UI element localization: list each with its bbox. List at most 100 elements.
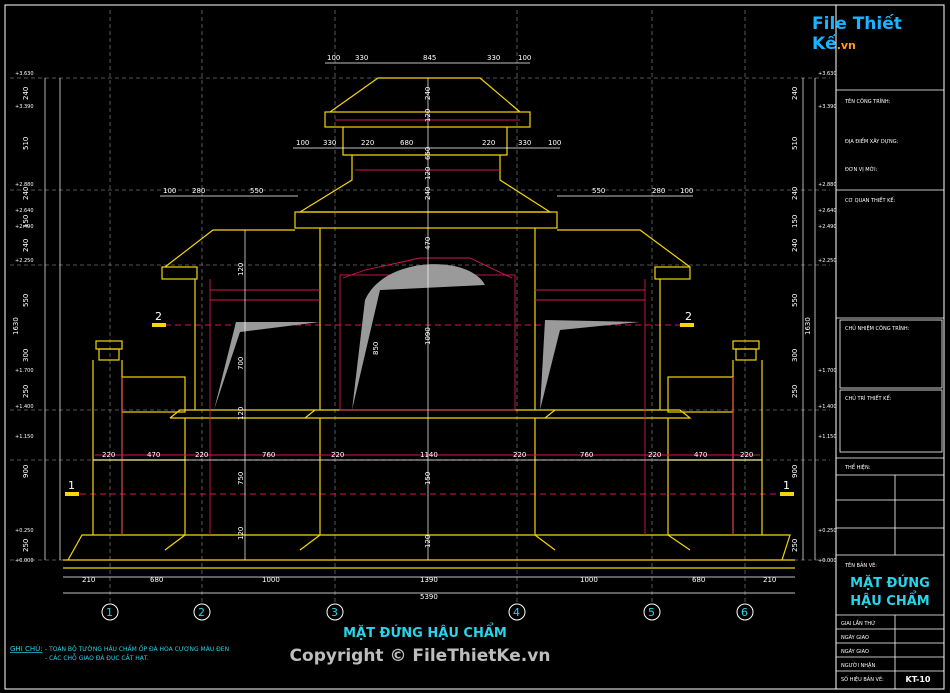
level-mark: +2.490 bbox=[818, 224, 837, 230]
dim-text: 240 bbox=[791, 239, 799, 252]
level-mark: +1.400 bbox=[818, 404, 837, 410]
shaded-surfaces bbox=[214, 264, 640, 410]
dim-text: 510 bbox=[22, 137, 30, 150]
grid-label: 5 bbox=[648, 606, 655, 619]
logo-domain: .vn bbox=[836, 39, 856, 52]
dim-text: 150 bbox=[791, 215, 799, 228]
dim-text: 510 bbox=[791, 137, 799, 150]
dim-text: 750 bbox=[237, 472, 245, 485]
top-dims-middle: 100 330 220 680 220 330 100 bbox=[296, 139, 561, 147]
dim-text: 240 bbox=[22, 239, 30, 252]
level-mark: +0.000 bbox=[818, 558, 837, 564]
dim-text: 680 bbox=[692, 576, 705, 584]
grid-bubble bbox=[101, 603, 119, 621]
logo-text: File Thiết Kế bbox=[812, 14, 902, 54]
dim-text: 1090 bbox=[424, 327, 432, 345]
dim-text: 900 bbox=[791, 465, 799, 478]
dim-text: 760 bbox=[580, 451, 593, 459]
building-outline bbox=[63, 77, 795, 569]
row-label: NGÀY GIAO bbox=[841, 648, 869, 655]
dim-text: 120 bbox=[424, 109, 432, 122]
field-label: TÊN CÔNG TRÌNH: bbox=[844, 97, 891, 105]
field-label: CHỦ TRÌ THIẾT KẾ: bbox=[845, 394, 892, 402]
left-vertical-dims: 240 510 240 150 240 1630 550 300 250 900… bbox=[12, 87, 30, 552]
drawing-name-line2: HẬU CHẨM bbox=[850, 591, 929, 609]
section-label-left-bottom: 1 bbox=[68, 479, 75, 492]
center-vertical-dims: 240 120 650 120 240 470 1090 120 700 120… bbox=[237, 87, 432, 548]
dim-text: 470 bbox=[424, 237, 432, 250]
dim-text: 250 bbox=[791, 539, 799, 552]
bottom-dims: 210 680 1000 1390 1000 680 210 5390 bbox=[82, 576, 776, 601]
dim-text: 550 bbox=[791, 294, 799, 307]
title-block-fields: TÊN CÔNG TRÌNH: ĐỊA ĐIỂM XÂY DỰNG: ĐƠN V… bbox=[841, 97, 910, 683]
section-mark-right-top bbox=[680, 323, 694, 327]
section-mark-right-bottom bbox=[780, 492, 794, 496]
dim-total: 5390 bbox=[420, 593, 438, 601]
drawing-title: MẶT ĐỨNG HẬU CHẨM bbox=[343, 623, 507, 641]
level-mark: +3.390 bbox=[818, 104, 837, 110]
level-mark: +3.630 bbox=[818, 71, 837, 77]
level-mark: +0.250 bbox=[818, 528, 837, 534]
grid-bubble bbox=[193, 603, 211, 621]
dim-text: 250 bbox=[22, 539, 30, 552]
inner-lines bbox=[95, 119, 760, 535]
level-mark: +1.150 bbox=[818, 434, 837, 440]
dim-text: 240 bbox=[424, 87, 432, 100]
grid-label: 2 bbox=[198, 606, 205, 619]
level-mark: +2.490 bbox=[15, 224, 34, 230]
grid-bubble bbox=[326, 603, 344, 621]
title-block-frame bbox=[835, 4, 945, 690]
drawing-name-line1: MẶT ĐỨNG bbox=[850, 575, 930, 591]
grid-bubble bbox=[736, 603, 754, 621]
right-vertical-dims: 240 510 240 150 240 1630 550 300 250 900… bbox=[791, 87, 812, 552]
dim-text: 330 bbox=[323, 139, 336, 147]
dim-text: 100 bbox=[327, 54, 340, 62]
dim-text: 680 bbox=[400, 139, 413, 147]
level-mark: +2.640 bbox=[818, 208, 837, 214]
dim-text: 1140 bbox=[420, 451, 438, 459]
dim-text: 220 bbox=[648, 451, 661, 459]
grid-lines bbox=[10, 10, 830, 605]
row-dims: 220 470 220 760 220 1140 220 760 220 470… bbox=[102, 451, 753, 459]
dim-text: 220 bbox=[482, 139, 495, 147]
note-line-1: - TOÀN BỘ TƯỜNG HẬU CHẨM ỐP ĐÁ HOA CƯƠNG… bbox=[45, 645, 229, 653]
dim-text: 100 bbox=[548, 139, 561, 147]
dim-text: 1000 bbox=[262, 576, 280, 584]
row-label: NGƯỜI NHẬN bbox=[841, 662, 875, 669]
grid-label: 3 bbox=[331, 606, 338, 619]
dim-text: 470 bbox=[694, 451, 707, 459]
section-label-left-top: 2 bbox=[155, 310, 162, 323]
level-mark: +1.400 bbox=[15, 404, 34, 410]
dim-text: 250 bbox=[22, 385, 30, 398]
row-label: SỐ HIỆU BẢN VẼ: bbox=[841, 675, 884, 683]
dim-text: 240 bbox=[424, 187, 432, 200]
dim-text: 100 bbox=[680, 187, 693, 195]
dim-text: 1000 bbox=[580, 576, 598, 584]
section-mark-left-top bbox=[152, 323, 166, 327]
dim-text: 900 bbox=[22, 465, 30, 478]
grid-bubbles: 1 2 3 4 5 6 bbox=[101, 603, 754, 621]
field-label: ĐƠN VỊ MỜI: bbox=[845, 166, 878, 173]
note-line-2: - CÁC CHỖ GIAO ĐÁ ĐỤC CẮT HẠT. bbox=[45, 654, 149, 662]
level-mark: +1.150 bbox=[15, 434, 34, 440]
dim-text: 1390 bbox=[420, 576, 438, 584]
dim-text: 550 bbox=[22, 294, 30, 307]
dim-text: 120 bbox=[424, 535, 432, 548]
field-label: CƠ QUAN THIẾT KẾ: bbox=[845, 196, 896, 204]
dim-text: 220 bbox=[331, 451, 344, 459]
top-dims-upper: 100 330 845 330 100 bbox=[327, 54, 531, 62]
dim-text: 120 bbox=[237, 407, 245, 420]
section-label-right-top: 2 bbox=[685, 310, 692, 323]
dim-text: 680 bbox=[150, 576, 163, 584]
level-mark: +2.250 bbox=[818, 258, 837, 264]
dim-text: 300 bbox=[22, 349, 30, 362]
title-block-lines bbox=[836, 89, 944, 689]
dim-text: 650 bbox=[424, 147, 432, 160]
dim-text: 1630 bbox=[12, 317, 20, 335]
level-mark: +3.390 bbox=[15, 104, 34, 110]
sheet-number: KT-10 bbox=[906, 675, 931, 684]
level-mark: +1.700 bbox=[15, 368, 34, 374]
row-label: NGÀY GIAO bbox=[841, 634, 869, 641]
row-label: GIAI LẦN THỨ bbox=[841, 619, 875, 627]
dim-text: 210 bbox=[82, 576, 95, 584]
